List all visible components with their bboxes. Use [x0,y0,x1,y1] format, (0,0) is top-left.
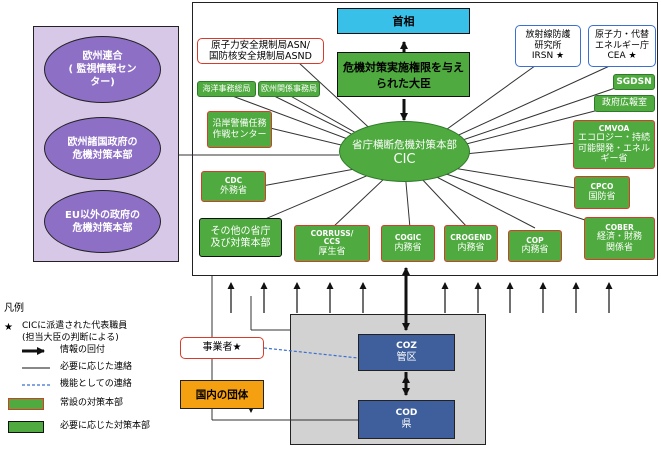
crisis-minister-label: 危機対策実施権限を与えられた大臣 [343,60,464,90]
press-box: 政府広報室 [594,95,655,112]
eu-states-line2: 危機対策本部 [72,149,133,161]
coast-guard-box: 沿岸警備任務 作戦センター [207,111,272,148]
sgdsn-box: SGDSN [613,74,655,90]
pm-box: 首相 [337,8,470,34]
domestic-box: 国内の団体 [180,380,264,409]
legend-as-needed: 必要に応じた連絡 [60,362,133,372]
other-line2: 及び対策本部 [210,237,271,249]
eu-states-ellipse: 欧州諸国政府の 危機対策本部 [44,117,161,180]
other-line1: その他の省庁 [210,226,271,237]
coz-label: 管区 [396,351,417,363]
sgdsn-label: SGDSN [616,76,652,87]
irsn-box: 放射線防護 研究所 IRSN ★ [515,25,581,67]
cober-code: COBER [605,222,634,232]
asn-line2: 国防核安全規制局ASND [209,51,312,62]
non-eu-ellipse: EU以外の政府の 危機対策本部 [44,190,161,253]
cea-line1: 原子力・代替 [594,29,649,40]
legend-temporary-swatch [8,421,44,433]
cea-line2: エネルギー庁 [594,40,649,51]
cmvoa-line1: エコロジー・持続 [577,133,650,144]
cmvoa-code: CMVOA [598,123,630,133]
cod-box: COD 県 [358,400,455,439]
coast-guard-line1: 沿岸警備任務 [212,119,267,130]
asn-line1: 原子力安全規制局ASN/ [211,39,310,51]
coz-code: COZ [396,341,417,352]
cober-line2: 関係省 [605,242,633,253]
eu-union-line2: ( 監視情報セン [68,64,137,75]
maritime-box: 海洋事務総局 [197,81,256,97]
cea-line3: CEA ★ [607,51,637,62]
cop-code: COP [526,235,544,245]
eu-union-line1: 欧州連合 [82,51,123,62]
legend-temporary: 必要に応じた対策本部 [60,421,151,431]
asn-asnd-box: 原子力安全規制局ASN/ 国防核安全規制局ASND [197,38,324,64]
pm-label: 首相 [392,15,415,28]
eu-union-ellipse: 欧州連合 ( 監視情報セン ター) [44,36,161,103]
corruss-label: 厚生省 [318,246,346,257]
non-eu-line1: EU以外の政府の [65,209,140,221]
crogend-code: CROGEND [450,233,492,243]
operator-box: 事業者★ [180,337,264,359]
cpco-code: CPCO [590,182,614,192]
legend-permanent-swatch [8,398,44,410]
cober-line1: 経済・財務 [596,232,642,243]
eu-states-line1: 欧州諸国政府の [67,136,138,148]
eu-relations-box: 欧州関係事務局 [258,81,320,97]
legend-functional: 機能としての連絡 [60,379,132,389]
cmvoa-line3: ギー省 [600,153,628,164]
cmvoa-box: CMVOA エコロジー・持続 可能開発・エネル ギー省 [573,120,655,169]
crogend-label: 内務省 [457,242,485,253]
coast-guard-line2: 作戦センター [212,129,267,140]
corruss-box: CORRUSS/ CCS 厚生省 [294,225,370,262]
cmvoa-line2: 可能開発・エネル [577,143,650,154]
cogic-box: COGIC 内務省 [381,225,435,262]
cdc-label: 外務省 [219,185,247,196]
domestic-label: 国内の団体 [195,389,249,401]
non-eu-line2: 危機対策本部 [72,222,133,234]
legend-star-icon: ★ [4,322,13,333]
cea-box: 原子力・代替 エネルギー庁 CEA ★ [588,25,656,67]
legend-star-sub: (担当大臣の判断による) [22,333,119,343]
maritime-label: 海洋事務総局 [202,84,251,94]
cod-code: COD [395,408,418,419]
other-ministries-box: その他の省庁 及び対策本部 [199,218,282,257]
cop-label: 内務省 [521,245,549,256]
cpco-box: CPCO 国防省 [574,176,630,209]
press-label: 政府広報室 [601,98,647,109]
cpco-label: 国防省 [588,191,616,202]
cober-box: COBER 経済・財務 関係省 [584,217,655,260]
cic-code: CIC [393,151,416,167]
legend-info: 情報の回付 [60,345,106,355]
operator-label: 事業者★ [202,342,242,353]
irsn-line3: IRSN ★ [531,51,565,62]
legend-title: 凡例 [4,303,24,314]
corruss-code: CORRUSS/ [310,228,354,238]
cogic-label: 内務省 [394,242,422,253]
eu-union-line3: ター) [90,77,115,88]
cic-ellipse: 省庁横断危機対策本部 CIC [339,121,470,182]
cdc-box: CDC 外務省 [201,171,266,202]
cdc-code: CDC [224,176,243,186]
eu-relations-label: 欧州関係事務局 [261,84,317,94]
cod-label: 県 [401,418,412,430]
coz-box: COZ 管区 [358,334,455,371]
legend-permanent: 常設の対策本部 [60,398,124,408]
irsn-line1: 放射線防護 [525,29,571,40]
irsn-line2: 研究所 [534,40,562,51]
legend-star-text: CICに派遣された代表職員 [22,321,128,331]
corruss-code2: CCS [323,237,341,247]
crogend-box: CROGEND 内務省 [444,225,498,262]
cop-box: COP 内務省 [508,230,562,262]
cogic-code: COGIC [394,233,422,243]
crisis-minister-box: 危機対策実施権限を与えられた大臣 [337,52,470,97]
cic-label: 省庁横断危機対策本部 [352,138,457,151]
